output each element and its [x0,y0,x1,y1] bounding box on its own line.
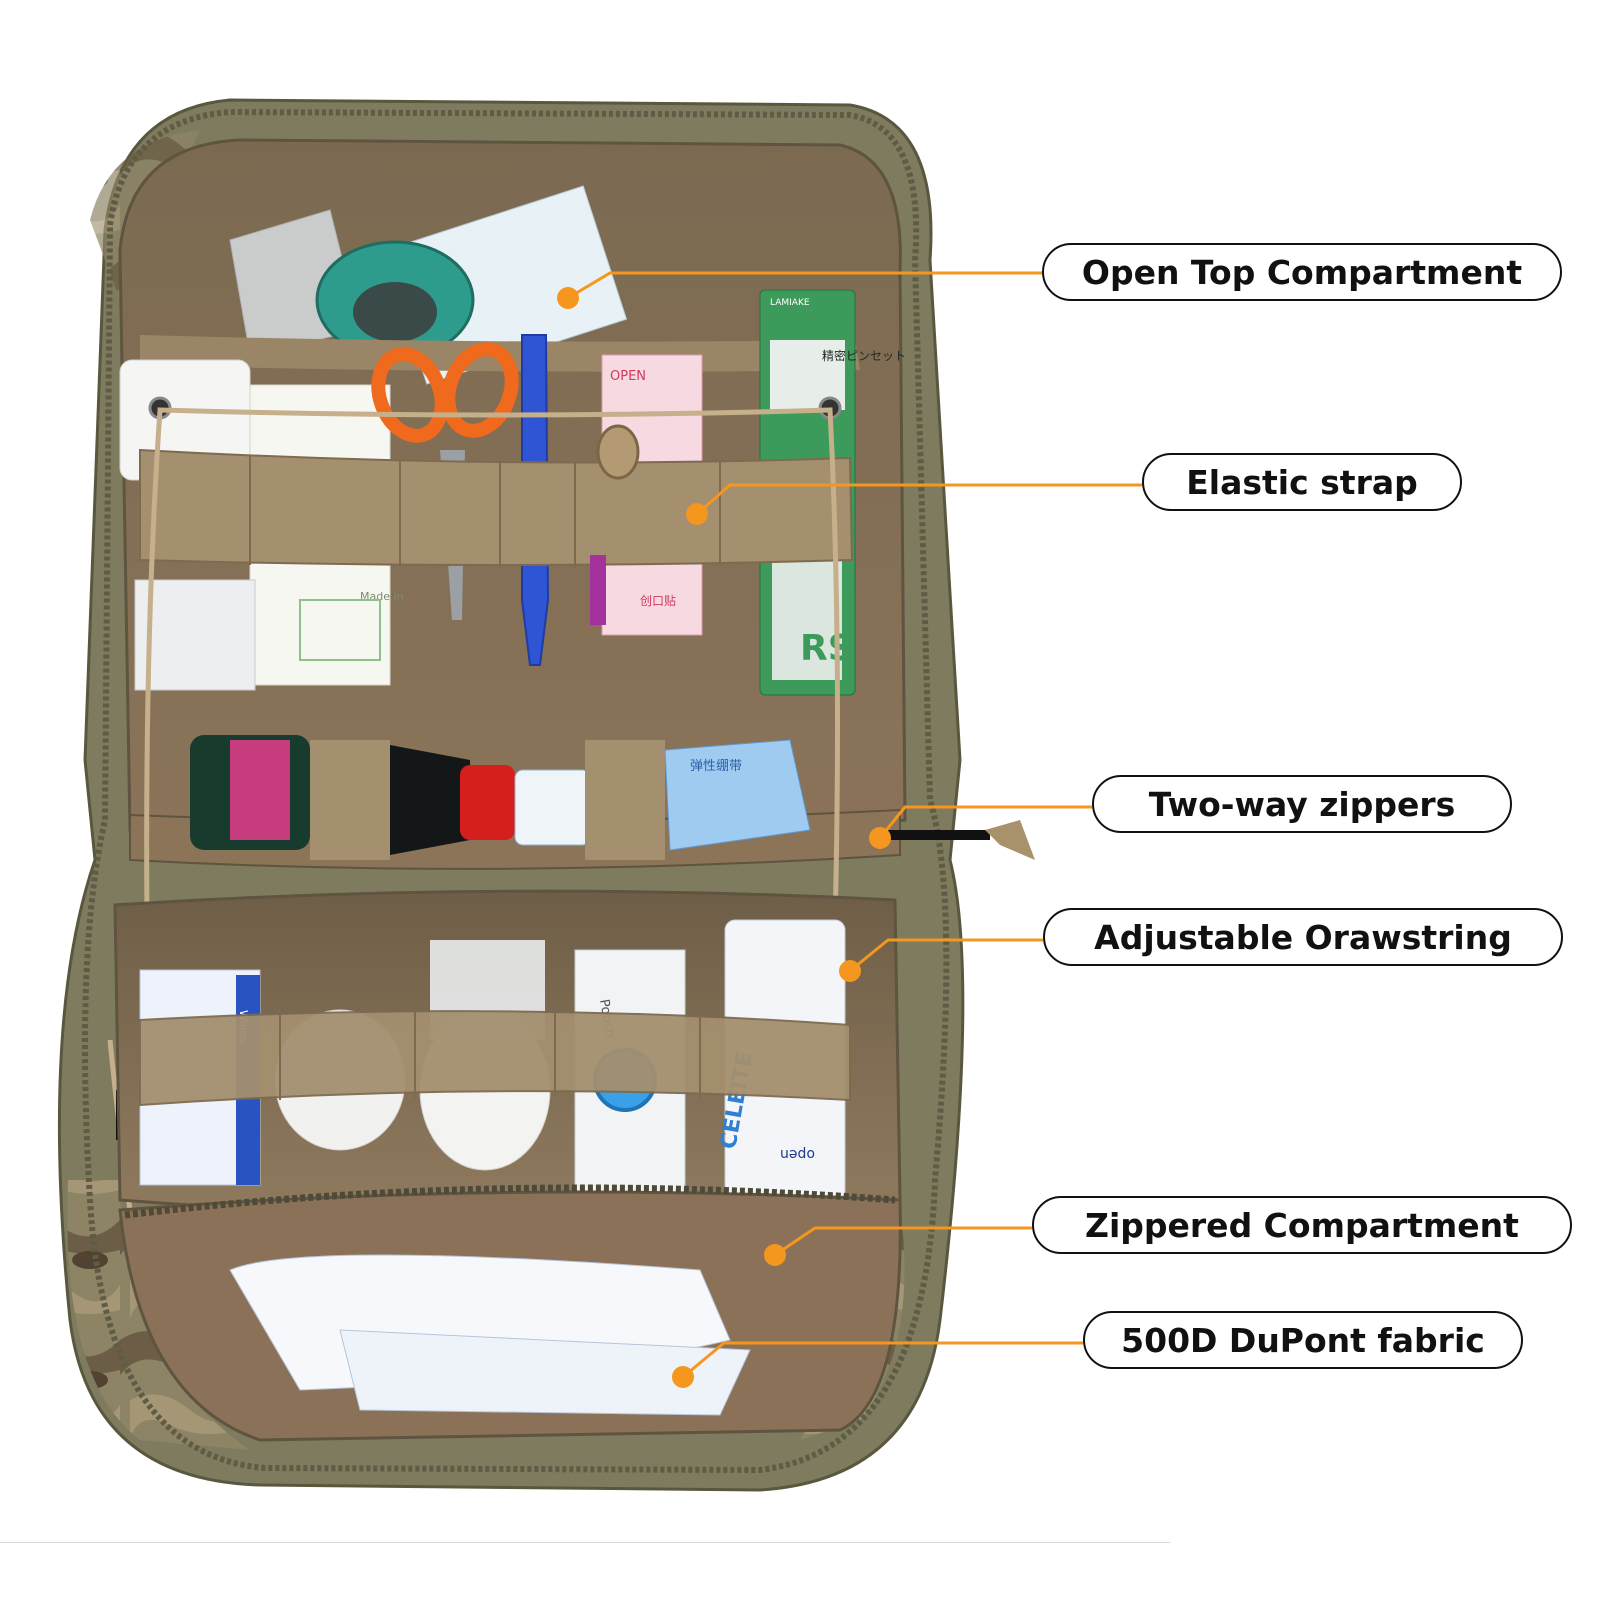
callout-elastic-strap: Elastic strap [1142,453,1462,511]
bottom-strap-stitches [279,1010,701,1100]
paper-dressing-2 [339,1329,751,1416]
teal-roll-core [353,282,437,342]
purple-penlight [590,555,606,625]
cord-lock [596,424,640,480]
zipper-track [82,108,950,1474]
green-card-jp-text: 精密ピンセット [822,348,906,363]
bandage-roll-text: 弹性绷带 [690,759,742,774]
mid-webbing-loop-2 [585,740,665,860]
floor-line [0,1542,1170,1543]
green-print-frame [299,599,381,661]
callout-zippered-compartment: Zippered Compartment [1032,1196,1572,1254]
black-bottle [390,745,470,855]
leader-open-top [567,271,1042,300]
green-card-lower [772,560,842,680]
zipper-pull-cord [985,820,1035,860]
dot-zippers [869,827,891,849]
plaster-box-open: OPEN [610,369,646,384]
inner-zipper-line [124,1184,896,1219]
green-card-rs: RS [800,628,854,669]
dot-zippered [764,1244,786,1266]
leader-elastic [696,483,1142,516]
callout-adjustable-orawstring: Adjustable Orawstring [1043,908,1563,966]
gauze-pack-left-lower [134,579,256,691]
blue-bandage-pack [664,739,811,851]
open-tab-text: open [780,1146,815,1162]
bottom-webbing-strap [139,1010,851,1107]
dot-open-top [557,287,579,309]
bottle-label [230,740,290,840]
callout-500d-dupont-fabric: 500D DuPont fabric [1083,1311,1523,1369]
leader-zippers [878,805,1092,839]
dot-fabric [672,1366,694,1388]
callout-two-way-zippers: Two-way zippers [1092,775,1512,833]
camo-lower-side [67,1180,250,1450]
dot-elastic [686,503,708,525]
elastic-webbing-strap [139,448,854,566]
callout-open-top-compartment: Open Top Compartment [1042,243,1562,301]
mid-webbing-loop-1 [310,740,390,860]
green-card-brand-text: LAMIAKE [770,298,810,308]
red-cap [460,765,515,840]
leader-drawstring [849,938,1043,973]
leader-zippered [774,1226,1032,1257]
plaster-box-cn: 创口贴 [640,594,676,608]
leader-fabric [682,1341,1083,1379]
dot-drawstring [839,960,861,982]
strap-stitches [249,455,721,568]
